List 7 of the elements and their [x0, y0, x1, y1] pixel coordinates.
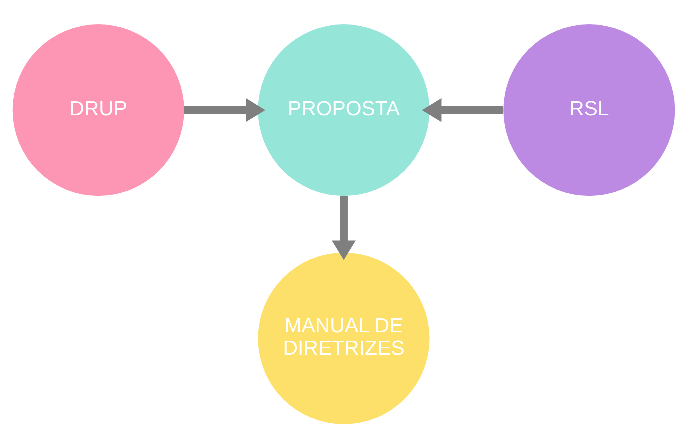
- node-circle: MANUAL DE DIRETRIZES: [258, 252, 430, 424]
- node-circle: DRUP: [12, 24, 184, 196]
- node-circle: PROPOSTA: [258, 24, 430, 196]
- arrow: [332, 196, 356, 260]
- node-circle: RSL: [504, 24, 676, 196]
- arrow: [184, 98, 266, 122]
- arrow: [422, 98, 504, 122]
